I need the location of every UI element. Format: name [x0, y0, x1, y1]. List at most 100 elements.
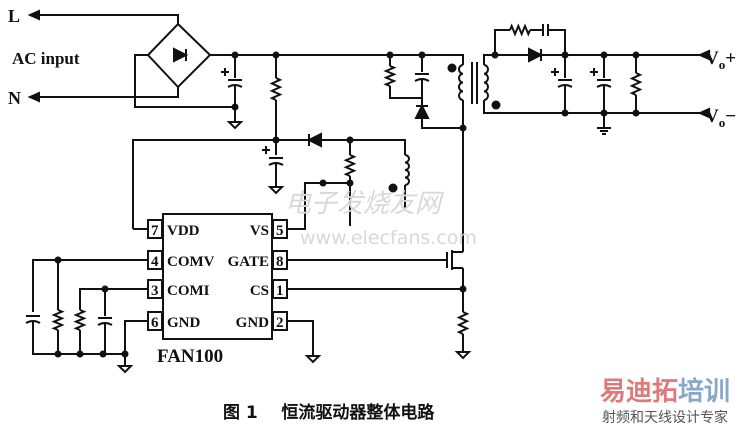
resistor [509, 23, 531, 37]
pin-name: VS [250, 223, 269, 239]
junction-dot [561, 51, 569, 59]
transformer-core [471, 62, 478, 104]
wire [288, 182, 350, 230]
wire [32, 322, 125, 355]
ground-icon [226, 118, 244, 130]
wire [483, 100, 700, 114]
wire [483, 54, 529, 65]
junction-dot [632, 51, 640, 59]
junction-dot [459, 124, 467, 132]
inductor-coil [404, 154, 410, 186]
wire [30, 87, 179, 98]
wire [124, 320, 148, 362]
polarity-dot [491, 100, 501, 110]
plus-sign [262, 146, 270, 154]
label-neutral: N [8, 88, 21, 108]
figure-caption: 图 1 恒流驱动器整体电路 [223, 402, 435, 423]
ground-icon [116, 362, 134, 374]
pin-number: 5 [276, 223, 284, 239]
wire [210, 54, 464, 65]
wire [30, 14, 179, 24]
junction-dot [231, 51, 239, 59]
inductor-coil [458, 64, 464, 101]
junction-dot [632, 109, 640, 117]
logo-main: 易迪拓培训 [600, 377, 730, 407]
resistor [343, 154, 357, 177]
diode [173, 47, 189, 63]
junction-dot [600, 51, 608, 59]
inductor-coil [483, 64, 489, 101]
arrow-icon [697, 107, 710, 119]
label-vo-minus: Vo− [705, 106, 736, 130]
chip-body [162, 213, 273, 340]
wire [288, 320, 314, 352]
pin-name: VDD [167, 223, 200, 239]
arrow-icon [27, 91, 40, 103]
junction-dot [600, 109, 608, 117]
pin-box [272, 219, 288, 239]
capacitor-plate [97, 322, 113, 326]
junction-dot [346, 179, 354, 187]
junction-dot [121, 350, 129, 358]
watermark-url: www.elecfans.com [300, 227, 477, 249]
junction-dot [491, 51, 499, 59]
junction-dot [272, 136, 280, 144]
capacitor-plate [25, 320, 41, 324]
watermark-cn: 电子发烧友网 [285, 189, 444, 219]
resistor [51, 309, 65, 331]
label-line: L [8, 6, 20, 26]
ground-icon [267, 183, 285, 195]
polarity-dot [388, 183, 398, 193]
capacitor-plate [227, 84, 243, 88]
junction-dot [76, 350, 84, 358]
junction-dot [101, 285, 109, 293]
bridge-rectifier [146, 22, 212, 89]
pin-name: GATE [228, 254, 269, 270]
resistor [629, 72, 643, 96]
pin-name: GND [167, 315, 201, 331]
polarity-dot [447, 63, 457, 73]
wire [494, 29, 510, 55]
resistor [73, 309, 87, 331]
pin-number: 6 [151, 315, 159, 331]
junction-dot [272, 51, 280, 59]
arrow-icon [27, 9, 40, 21]
pin-box [272, 250, 288, 270]
diode [414, 103, 430, 119]
wire [548, 29, 566, 55]
capacitor-plate [557, 84, 573, 88]
junction-dot [418, 51, 426, 59]
plus-sign [551, 68, 559, 76]
junction-dot [319, 179, 327, 187]
capacitor-plate [414, 78, 430, 82]
capacitor-plate [596, 84, 612, 88]
diode [528, 47, 544, 63]
resistor [269, 77, 283, 101]
pin-name: GND [236, 315, 270, 331]
wire [134, 54, 235, 108]
ground-icon [454, 348, 472, 360]
junction-dot [346, 136, 354, 144]
junction-dot [54, 350, 62, 358]
wire [321, 139, 406, 155]
components [25, 9, 710, 374]
resistor [383, 65, 397, 87]
pin-name: COMI [167, 283, 210, 299]
label-vo-plus: Vo+ [705, 48, 736, 72]
pin-box [147, 250, 163, 270]
pin-name: COMV [167, 254, 215, 270]
junction-dot [99, 350, 107, 358]
mosfet-channel [452, 248, 464, 289]
earth-ground-icon [597, 122, 611, 135]
label-ac-input: AC input [12, 49, 80, 68]
logo-sub: 射频和天线设计专家 [602, 409, 728, 426]
pin-number: 7 [151, 223, 159, 239]
pin-box [147, 219, 163, 239]
wire [79, 288, 148, 310]
wire [32, 259, 148, 312]
junction-dot [386, 51, 394, 59]
junction-dot [231, 103, 239, 111]
arrow-icon [697, 49, 710, 61]
